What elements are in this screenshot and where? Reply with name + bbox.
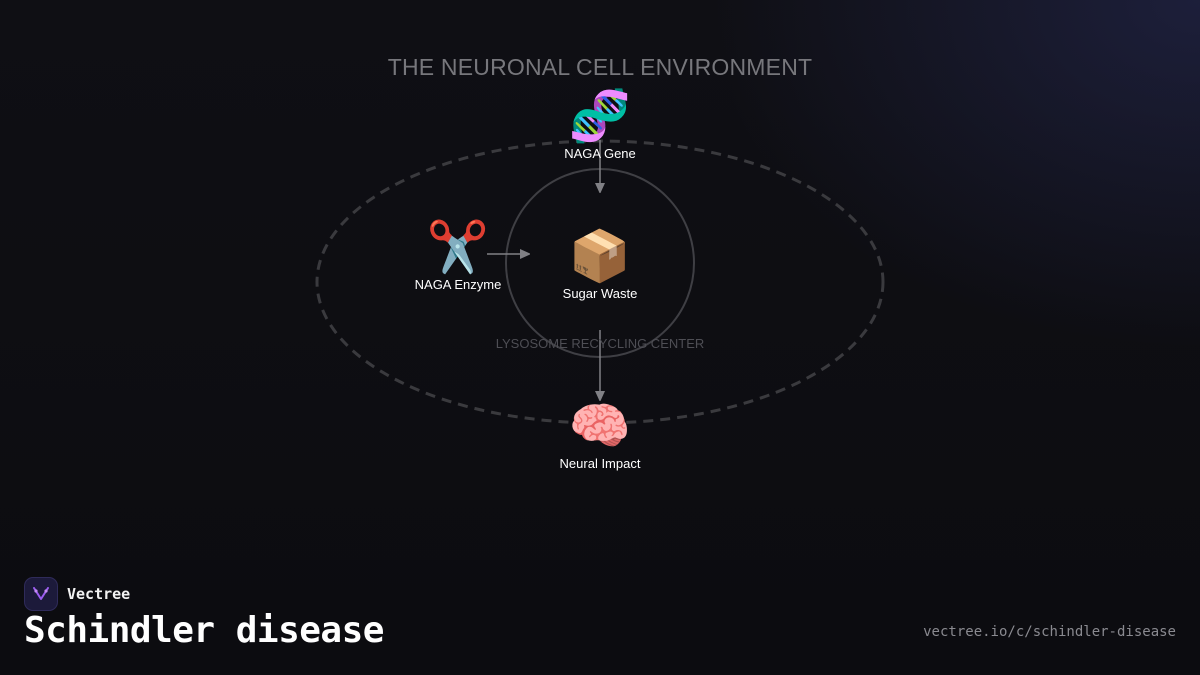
brain-icon: 🧠 (568, 397, 632, 455)
node-label: Sugar Waste (562, 286, 638, 301)
node-naga-enzyme: ✂️ NAGA Enzyme (378, 219, 538, 292)
diagram-title: THE NEURONAL CELL ENVIRONMENT (387, 54, 813, 80)
node-label: Neural Impact (559, 456, 641, 471)
brand[interactable]: Vectree (24, 577, 130, 611)
node-neural-impact: 🧠 Neural Impact (520, 398, 680, 471)
page-title: Schindler disease (24, 610, 384, 651)
scissors-icon: ✂️ (426, 218, 490, 276)
node-label: NAGA Gene (564, 146, 636, 161)
node-label: NAGA Enzyme (414, 277, 502, 292)
page-url[interactable]: vectree.io/c/schindler-disease (923, 624, 1176, 640)
node-naga-gene: 🧬 NAGA Gene (520, 88, 680, 161)
package-icon: 📦 (568, 227, 632, 285)
lysosome-label: LYSOSOME RECYCLING CENTER (495, 336, 705, 351)
vectree-logo-icon (24, 577, 58, 611)
node-sugar-waste: 📦 Sugar Waste (520, 228, 680, 301)
brand-name: Vectree (67, 585, 131, 603)
dna-icon: 🧬 (568, 87, 632, 145)
